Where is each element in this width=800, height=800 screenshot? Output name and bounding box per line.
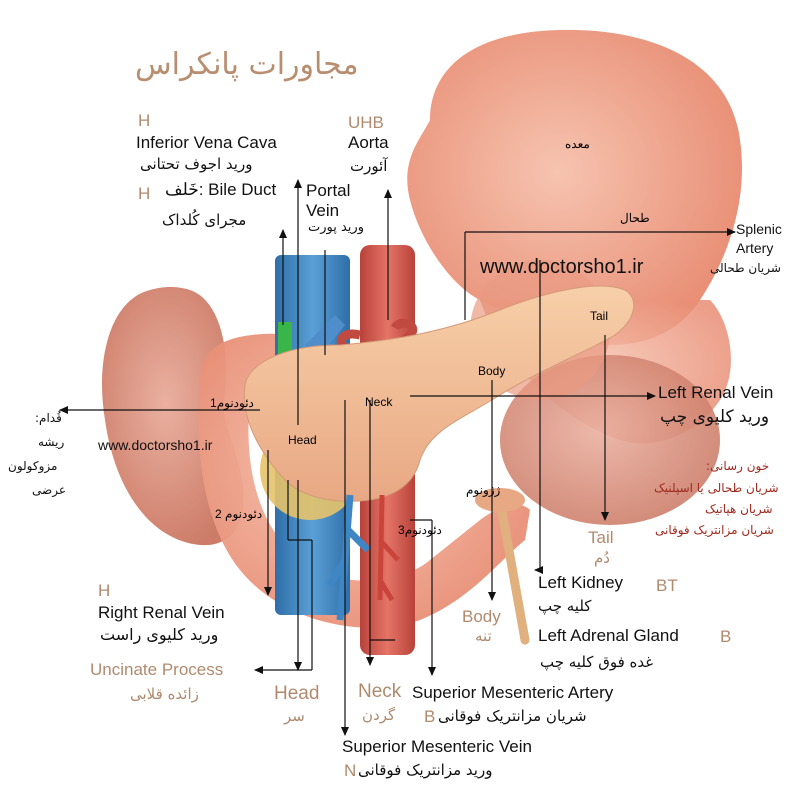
blood-supply-3: شریان مزانتریک فوقانی xyxy=(655,523,774,537)
aorta-label-fa: آئورت xyxy=(350,157,388,175)
left-adrenal-code: B xyxy=(720,627,732,646)
blood-supply-1: شریان طحالی یا اسپلنیک xyxy=(654,481,779,495)
blood-supply-title: خون رسانی: xyxy=(706,459,770,473)
body-label-en: Body xyxy=(462,607,501,626)
left-renal-vein-en: Left Renal Vein xyxy=(658,383,774,402)
left-renal-vein-fa: ورید کلیوی چپ xyxy=(660,407,770,427)
bile-duct-code: H xyxy=(138,184,151,203)
uncinate-label-fa: زائده قلابی xyxy=(130,685,199,703)
website-top: www.doctorsho1.ir xyxy=(480,256,644,278)
right-renal-label-en: Right Renal Vein xyxy=(98,603,225,622)
organ-label-jejunum: ژژونوم xyxy=(466,483,501,497)
head-label-fa: سر xyxy=(284,707,305,725)
uncinate-label-en: Uncinate Process xyxy=(90,660,224,679)
bile-duct-shape xyxy=(278,322,292,358)
organ-label-body: Body xyxy=(478,364,505,378)
blood-supply-2: شریان هپاتیک xyxy=(705,502,773,516)
left-adrenal-label-en: Left Adrenal Gland xyxy=(538,626,679,645)
left-kidney-label-en: Left Kidney xyxy=(538,573,624,592)
jejunum-end xyxy=(475,488,525,512)
sma-shape xyxy=(377,494,400,602)
bile-duct-label-fa: مجرای کُلداک xyxy=(162,211,247,229)
website-middle: www.doctorsho1.ir xyxy=(98,437,213,453)
ivc-label-en: Inferior Vena Cava xyxy=(136,133,277,152)
portal-vein-label-1: Portal xyxy=(306,181,351,200)
smv-label-en: Superior Mesenteric Vein xyxy=(342,737,532,756)
sma-label-fa: شریان مزانتریک فوقانی xyxy=(438,707,587,725)
left-kidney-label-fa: کلیه چپ xyxy=(538,597,592,615)
splenic-artery-label-1: Splenic xyxy=(736,221,782,237)
organ-label-duodenum3: دئودنوم3 xyxy=(398,523,442,537)
left-adrenal-label-fa: غده فوق کلیه چپ xyxy=(540,653,654,671)
tail-label-en: Tail xyxy=(588,528,614,547)
portal-vein-label-2: Vein xyxy=(306,201,340,220)
portal-vein-label-fa: ورید پورت xyxy=(308,220,364,235)
stomach-shape xyxy=(407,29,742,346)
organ-label-splenic-inline: طحال xyxy=(620,211,650,225)
smv-code: N xyxy=(344,761,357,780)
neck-label-fa: گردن xyxy=(362,706,396,724)
page-title: مجاورات پانکراس xyxy=(135,47,359,82)
smv-label-fa: ورید مزانتریک فوقانی xyxy=(358,761,493,779)
body-label-fa: تنه xyxy=(475,627,492,645)
neck-label-en: Neck xyxy=(358,681,402,702)
tail-label-fa: دُم xyxy=(594,549,610,567)
organ-label-head: Head xyxy=(288,433,317,447)
sma-code: B xyxy=(424,707,436,726)
organ-label-tail: Tail xyxy=(590,309,608,323)
pancreas-shape xyxy=(243,285,635,502)
front-label-1: قُدام: xyxy=(35,411,62,425)
right-renal-label-fa: ورید کلیوی راست xyxy=(100,625,219,644)
bile-duct-label-en: خَلف: Bile Duct xyxy=(165,180,277,199)
front-label-2: ریشه xyxy=(38,435,65,449)
sma-label-en: Superior Mesenteric Artery xyxy=(412,683,614,702)
ivc-code: H xyxy=(138,111,151,130)
aorta-label-en: Aorta xyxy=(348,133,389,152)
front-label-3: مزوکولون xyxy=(8,459,58,473)
splenic-artery-label-2: Artery xyxy=(736,240,774,256)
right-renal-code: H xyxy=(98,581,111,600)
leader-lines xyxy=(59,179,736,736)
organ-label-duodenum2: دئودنوم 2 xyxy=(215,507,262,521)
stomach-label: معده xyxy=(565,137,590,151)
left-kidney-code: BT xyxy=(656,576,678,595)
organ-label-neck: Neck xyxy=(365,395,393,409)
jejunum-shape xyxy=(495,495,530,645)
head-label-en: Head xyxy=(274,683,320,704)
front-label-4: عرضی xyxy=(32,483,66,497)
splenic-artery-label-fa: شریان طحالی xyxy=(710,261,781,275)
aorta-code: UHB xyxy=(348,113,384,132)
organ-label-duodenum1: دئودنوم1 xyxy=(210,396,254,410)
ivc-label-fa: ورید اجوف تحتانی xyxy=(140,155,253,173)
